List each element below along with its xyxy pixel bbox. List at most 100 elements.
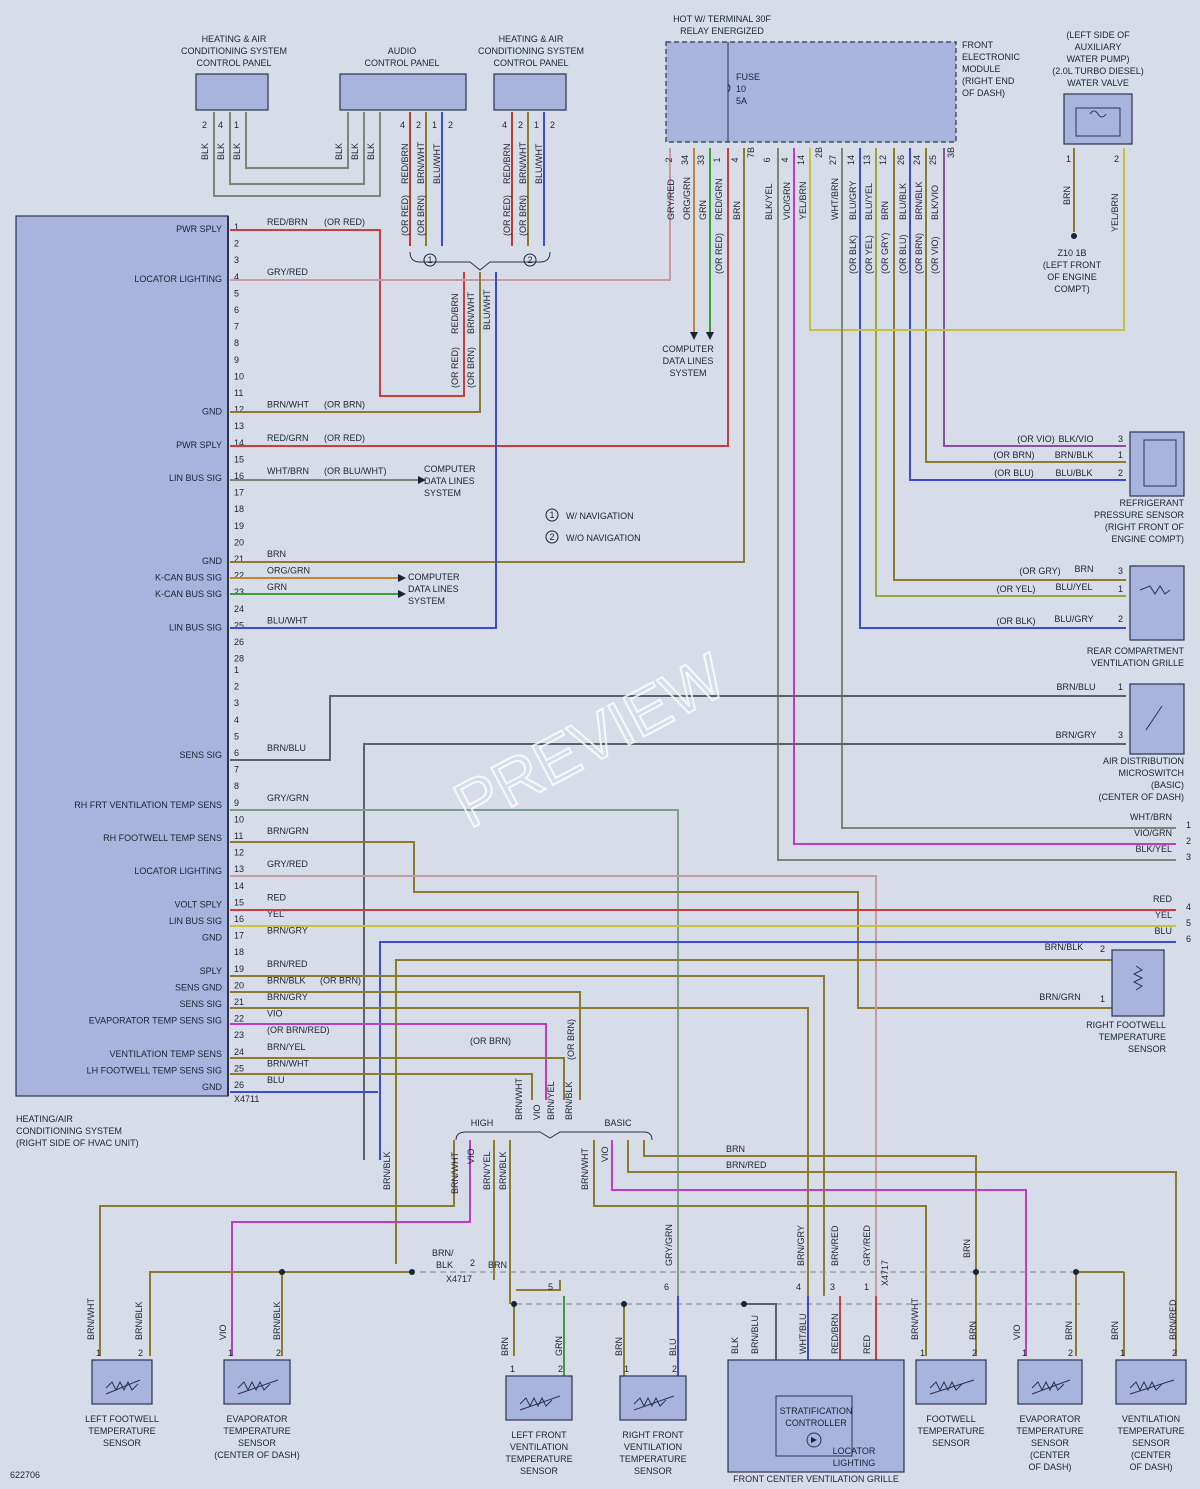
svg-text:2: 2 xyxy=(470,1258,475,1268)
svg-text:SYSTEM: SYSTEM xyxy=(424,488,461,498)
svg-text:TEMPERATURE: TEMPERATURE xyxy=(1117,1426,1184,1436)
svg-text:RED: RED xyxy=(862,1334,872,1354)
module-pin-label: K-CAN BUS SIG xyxy=(155,573,222,583)
module-pin-number: 7 xyxy=(234,765,239,775)
svg-text:CONDITIONING SYSTEM: CONDITIONING SYSTEM xyxy=(478,46,584,56)
svg-text:1: 1 xyxy=(234,120,239,130)
module-pin-wire: VIO xyxy=(267,1009,283,1019)
svg-text:LEFT FRONT: LEFT FRONT xyxy=(511,1430,567,1440)
svg-text:1: 1 xyxy=(1100,994,1105,1004)
svg-text:AIR DISTRIBUTION: AIR DISTRIBUTION xyxy=(1103,756,1184,766)
svg-text:COMPUTER: COMPUTER xyxy=(424,464,476,474)
svg-text:(OR BRN): (OR BRN) xyxy=(416,195,426,236)
module-pin-alt: (OR RED) xyxy=(324,433,365,443)
svg-text:SENSOR: SENSOR xyxy=(932,1438,971,1448)
svg-text:WATER PUMP): WATER PUMP) xyxy=(1067,54,1130,64)
svg-text:VIO: VIO xyxy=(1012,1324,1022,1340)
svg-text:SENSOR: SENSOR xyxy=(103,1438,142,1448)
svg-text:4: 4 xyxy=(1186,902,1191,912)
svg-text:RED/BRN: RED/BRN xyxy=(450,293,460,334)
svg-text:1: 1 xyxy=(432,120,437,130)
svg-text:COMPUTER: COMPUTER xyxy=(408,572,460,582)
svg-text:BLK/YEL: BLK/YEL xyxy=(1135,844,1172,854)
module-pin-number: 12 xyxy=(234,405,244,415)
svg-text:BLK: BLK xyxy=(200,143,210,160)
module-pin-wire: (OR BRN/RED) xyxy=(267,1025,330,1035)
module-pin-wire: ORG/GRN xyxy=(267,566,310,576)
svg-text:STRATIFICATION: STRATIFICATION xyxy=(780,1406,853,1416)
svg-text:FOOTWELL: FOOTWELL xyxy=(926,1414,976,1424)
module-pin-label: LOCATOR LIGHTING xyxy=(134,866,222,876)
svg-text:(OR BRN): (OR BRN) xyxy=(518,195,528,236)
svg-text:(OR RED): (OR RED) xyxy=(450,347,460,388)
module-pin-number: 14 xyxy=(234,438,244,448)
svg-text:BRN/BLK: BRN/BLK xyxy=(1045,942,1084,952)
module-pin-number: 1 xyxy=(234,665,239,675)
svg-text:(OR RED): (OR RED) xyxy=(400,195,410,236)
svg-text:BLU/WHT: BLU/WHT xyxy=(432,143,442,184)
module-pin-number: 10 xyxy=(234,814,244,824)
module-pin-label: K-CAN BUS SIG xyxy=(155,589,222,599)
svg-text:VIO: VIO xyxy=(532,1104,542,1120)
module-pin-number: 16 xyxy=(234,471,244,481)
module-pin-number: 22 xyxy=(234,1014,244,1024)
fem-pin-wire: GRN xyxy=(698,200,708,220)
svg-text:EVAPORATOR: EVAPORATOR xyxy=(226,1414,288,1424)
svg-text:COMPUTER: COMPUTER xyxy=(662,344,714,354)
svg-text:1: 1 xyxy=(1118,584,1123,594)
module-pin-number: 5 xyxy=(234,731,239,741)
svg-text:BRN/WHT: BRN/WHT xyxy=(514,1078,524,1120)
module-pin-label: GND xyxy=(202,933,223,943)
module-pin-number: 4 xyxy=(234,715,239,725)
svg-text:BRN/WHT: BRN/WHT xyxy=(518,142,528,184)
module-pin-wire: BRN/WHT xyxy=(267,400,309,410)
hvac-module: X4711 HEATING/AIR CONDITIONING SYSTEM (R… xyxy=(15,215,259,1148)
svg-text:BLU/YEL: BLU/YEL xyxy=(1055,582,1092,592)
module-pin-label: LH FOOTWELL TEMP SENS SIG xyxy=(87,1065,222,1075)
fem-pin-number: 4 xyxy=(730,157,740,162)
svg-text:SENSOR: SENSOR xyxy=(1132,1438,1171,1448)
svg-text:HEATING/AIR: HEATING/AIR xyxy=(16,1114,73,1124)
svg-text:1: 1 xyxy=(864,1282,869,1292)
module-pin-wire: YEL xyxy=(267,909,284,919)
svg-text:2: 2 xyxy=(518,120,523,130)
svg-text:3: 3 xyxy=(1118,434,1123,444)
svg-text:CONTROL PANEL: CONTROL PANEL xyxy=(364,58,439,68)
fem-pin-number: 4 xyxy=(780,157,790,162)
svg-text:4: 4 xyxy=(796,1282,801,1292)
svg-text:TEMPERATURE: TEMPERATURE xyxy=(1016,1426,1083,1436)
module-pin-wire: WHT/BRN xyxy=(267,466,309,476)
svg-text:1: 1 xyxy=(96,1348,101,1358)
svg-text:1: 1 xyxy=(920,1348,925,1358)
svg-text:BRN: BRN xyxy=(614,1337,624,1356)
module-pin-label: LOCATOR LIGHTING xyxy=(134,274,222,284)
svg-text:MICROSWITCH: MICROSWITCH xyxy=(1119,768,1185,778)
module-pin-wire: BRN/BLK xyxy=(267,975,306,985)
module-pin-label: GND xyxy=(202,407,223,417)
svg-text:(OR BRN): (OR BRN) xyxy=(566,1019,576,1060)
svg-text:BRN/WHT: BRN/WHT xyxy=(466,292,476,334)
svg-text:BRN/WHT: BRN/WHT xyxy=(580,1148,590,1190)
svg-text:2: 2 xyxy=(416,120,421,130)
splice-labels: HIGH BASIC (OR BRN) BRN/WHT VIO BRN/YEL … xyxy=(382,1019,972,1292)
svg-text:GRN: GRN xyxy=(554,1336,564,1356)
module-pin-alt: (OR BRN) xyxy=(324,400,365,410)
module-pin-number: 23 xyxy=(234,587,244,597)
svg-text:2: 2 xyxy=(1118,614,1123,624)
svg-text:RELAY ENERGIZED: RELAY ENERGIZED xyxy=(680,26,764,36)
svg-text:SENSOR: SENSOR xyxy=(238,1438,277,1448)
svg-text:RED/BRN: RED/BRN xyxy=(400,143,410,184)
svg-text:HIGH: HIGH xyxy=(471,1118,494,1128)
svg-text:ELECTRONIC: ELECTRONIC xyxy=(962,52,1021,62)
fem-pin-number: 33 xyxy=(696,155,706,165)
svg-text:VENTILATION: VENTILATION xyxy=(624,1442,682,1452)
svg-text:BRN/YEL: BRN/YEL xyxy=(482,1151,492,1190)
svg-text:LOCATOR: LOCATOR xyxy=(833,1446,876,1456)
module-pin-number: 23 xyxy=(234,1030,244,1040)
svg-text:(OR YEL): (OR YEL) xyxy=(997,584,1036,594)
svg-text:SYSTEM: SYSTEM xyxy=(408,596,445,606)
svg-text:TEMPERATURE: TEMPERATURE xyxy=(619,1454,686,1464)
svg-text:YEL: YEL xyxy=(1155,910,1172,920)
svg-text:4: 4 xyxy=(400,120,405,130)
svg-text:BLK: BLK xyxy=(730,1337,740,1354)
